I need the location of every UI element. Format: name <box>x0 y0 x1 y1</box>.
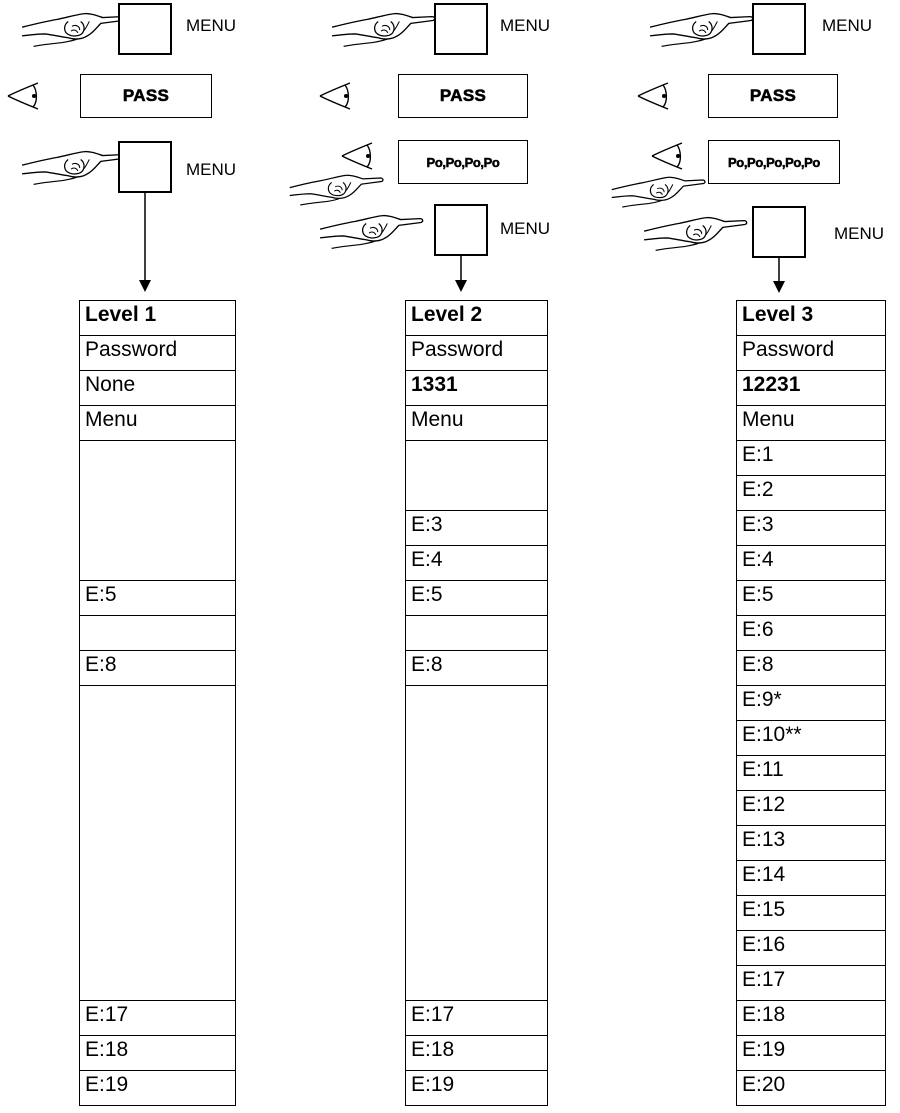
menu-button-label: MENU <box>822 16 873 35</box>
menu-entry: E:17 <box>405 1000 548 1036</box>
menu-entry: E:5 <box>405 580 548 616</box>
menu-entry: E:19 <box>405 1070 548 1106</box>
level-3-table: Level 3 Password 12231 Menu E:1 E:2 E:3 … <box>736 300 886 1106</box>
display-pass: PASS <box>398 74 528 118</box>
display-pass: PASS <box>80 74 212 118</box>
menu-button[interactable] <box>118 3 172 55</box>
menu-button-label: MENU <box>186 160 237 179</box>
menu-entry: E:8 <box>405 650 548 686</box>
password-value: 1331 <box>405 370 548 406</box>
password-label: Password <box>405 335 548 371</box>
menu-button[interactable] <box>752 206 806 258</box>
password-value: None <box>79 370 236 406</box>
password-label: Password <box>79 335 236 371</box>
menu-gap <box>79 440 236 581</box>
menu-entry: E:15 <box>736 895 886 931</box>
menu-entry: E:8 <box>79 650 236 686</box>
menu-entry: E:19 <box>736 1035 886 1071</box>
menu-entry <box>79 615 236 651</box>
menu-gap <box>79 685 236 1001</box>
menu-button[interactable] <box>118 141 172 193</box>
menu-label: Menu <box>736 405 886 441</box>
menu-entry: E:13 <box>736 825 886 861</box>
menu-entry: E:9* <box>736 685 886 721</box>
menu-button[interactable] <box>434 204 488 256</box>
menu-entry: E:10** <box>736 720 886 756</box>
menu-entry: E:2 <box>736 475 886 511</box>
menu-entry <box>405 615 548 651</box>
arrow-level-3 <box>773 258 785 293</box>
menu-button-label: MENU <box>186 16 237 35</box>
display-password-code: Po,Po,Po,Po,Po <box>708 140 840 184</box>
menu-entry: E:18 <box>736 1000 886 1036</box>
menu-entry: E:3 <box>736 510 886 546</box>
menu-entry: E:14 <box>736 860 886 896</box>
menu-entry: E:6 <box>736 615 886 651</box>
menu-entry: E:16 <box>736 930 886 966</box>
menu-entry: E:5 <box>79 580 236 616</box>
menu-button-label: MENU <box>500 16 551 35</box>
menu-entry: E:3 <box>405 510 548 546</box>
menu-gap <box>405 685 548 1001</box>
menu-entry: E:12 <box>736 790 886 826</box>
menu-entry: E:20 <box>736 1070 886 1106</box>
menu-button-label: MENU <box>500 219 551 238</box>
display-pass-text: PASS <box>439 86 487 106</box>
level-title: Level 1 <box>79 300 236 336</box>
level-2-table: Level 2 Password 1331 Menu E:3 E:4 E:5 E… <box>405 300 548 1106</box>
menu-label: Menu <box>79 405 236 441</box>
password-label: Password <box>736 335 886 371</box>
menu-entry: E:8 <box>736 650 886 686</box>
display-password-code: Po,Po,Po,Po <box>398 140 528 184</box>
level-title: Level 2 <box>405 300 548 336</box>
display-password-code-text: Po,Po,Po,Po <box>426 154 500 170</box>
arrow-level-2 <box>455 256 467 292</box>
menu-entry: E:4 <box>405 545 548 581</box>
arrow-level-1 <box>139 193 151 292</box>
display-pass: PASS <box>708 74 838 118</box>
menu-gap <box>405 440 548 511</box>
menu-entry: E:17 <box>79 1000 236 1036</box>
menu-entry: E:5 <box>736 580 886 616</box>
level-1-table: Level 1 Password None Menu E:5 E:8 E:17 … <box>79 300 236 1106</box>
password-value: 12231 <box>736 370 886 406</box>
menu-button[interactable] <box>752 3 806 55</box>
display-pass-text: PASS <box>749 86 797 106</box>
menu-entry: E:11 <box>736 755 886 791</box>
display-password-code-text: Po,Po,Po,Po,Po <box>728 154 821 170</box>
menu-entry: E:18 <box>405 1035 548 1071</box>
menu-button-label: MENU <box>834 224 885 243</box>
menu-button[interactable] <box>434 3 488 55</box>
level-title: Level 3 <box>736 300 886 336</box>
display-pass-text: PASS <box>122 86 170 106</box>
menu-label: Menu <box>405 405 548 441</box>
menu-entry: E:17 <box>736 965 886 1001</box>
menu-entry: E:19 <box>79 1070 236 1106</box>
menu-entry: E:1 <box>736 440 886 476</box>
menu-entry: E:4 <box>736 545 886 581</box>
menu-entry: E:18 <box>79 1035 236 1071</box>
